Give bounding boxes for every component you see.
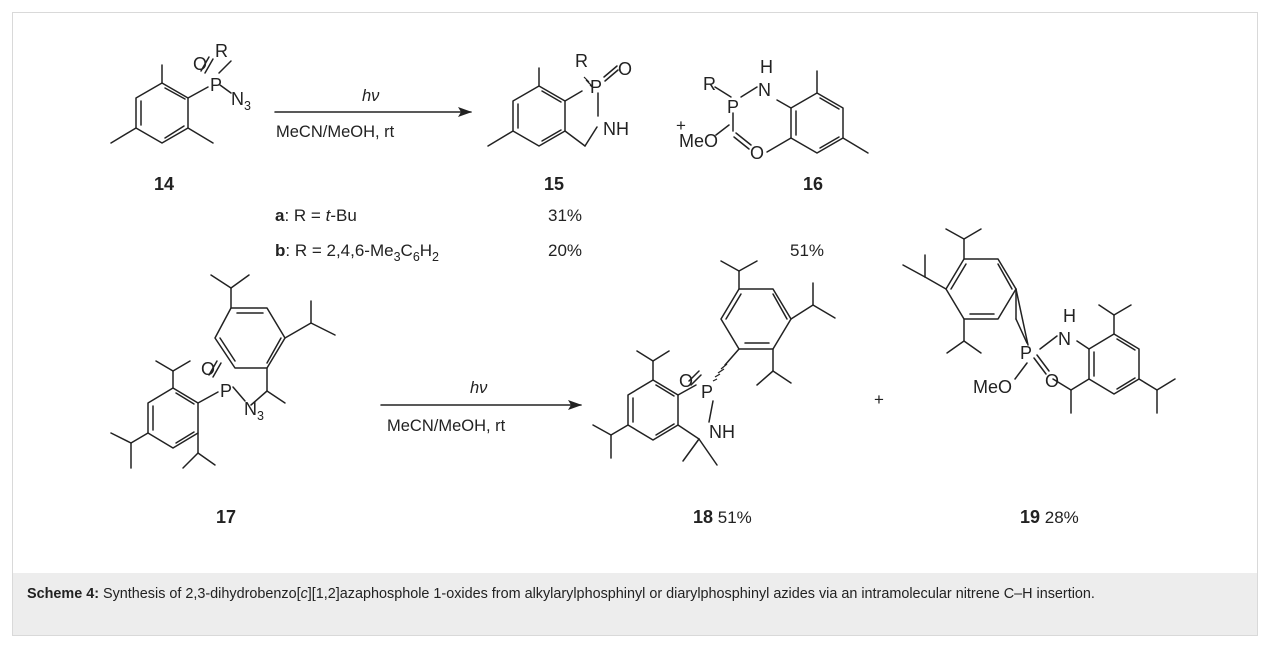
atom-o: O: [679, 371, 693, 391]
variant-a-label: a: R = t-Bu: [275, 206, 357, 225]
atom-o: O: [1045, 371, 1059, 391]
atom-n: N: [758, 80, 771, 100]
compound-14-structure: [110, 56, 232, 144]
compound-number-16: 16: [803, 174, 823, 194]
atom-r: R: [703, 74, 716, 94]
atom-o: O: [201, 359, 215, 379]
atom-r: R: [575, 51, 588, 71]
compound-number-15: 15: [544, 174, 564, 194]
compound-19-structure: [902, 228, 1176, 414]
caption-label: Scheme 4:: [27, 586, 99, 602]
atom-meo: MeO: [973, 377, 1012, 397]
reaction2-condition-light: hν: [470, 379, 488, 397]
atom-n: N: [1058, 329, 1071, 349]
atom-o: O: [750, 143, 764, 163]
atom-p: P: [727, 97, 739, 117]
atom-o: O: [618, 59, 632, 79]
compound-number-17: 17: [216, 507, 236, 527]
reaction1-condition-light: hν: [362, 87, 380, 105]
atom-p: P: [701, 382, 713, 402]
atom-nh: NH: [603, 119, 629, 139]
stereo-wedge-18: [712, 363, 728, 382]
reaction1-plus: +: [676, 116, 686, 135]
atom-p: P: [590, 77, 602, 97]
compound-number-14: 14: [154, 174, 174, 194]
reaction-scheme: O R P N3 R P O NH R H N P O MeO O P N3 O…: [110, 41, 1176, 527]
atom-meo: MeO: [679, 131, 718, 151]
stereo-wedge-15: [583, 76, 594, 89]
scheme-caption: Scheme 4: Synthesis of 2,3-dihydrobenzo[…: [13, 573, 1257, 635]
reaction1-condition-solvent: MeCN/MeOH, rt: [276, 123, 395, 141]
atom-h: H: [1063, 306, 1076, 326]
compound-18-label: 18 51%: [693, 507, 752, 527]
compound-19-label: 19 28%: [1020, 507, 1079, 527]
atom-p: P: [1020, 343, 1032, 363]
reaction2-condition-solvent: MeCN/MeOH, rt: [387, 417, 506, 435]
caption-italic: c: [300, 586, 308, 602]
caption-text-2: ][1,2]azaphosphole 1-oxides from alkylar…: [307, 586, 1095, 602]
compound-18-structure: [592, 260, 836, 466]
caption-text-1: Synthesis of 2,3-dihydrobenzo[: [99, 586, 301, 602]
atom-r: R: [215, 41, 228, 61]
atom-p: P: [220, 381, 232, 401]
variant-b-label: b: R = 2,4,6-Me3C6H2: [275, 241, 439, 264]
atom-p: P: [210, 75, 222, 95]
azide-n3: N3: [244, 399, 264, 423]
atom-o: O: [193, 54, 207, 74]
atom-nh: NH: [709, 422, 735, 442]
variant-b-yield-16: 51%: [790, 241, 824, 260]
reaction2-plus: +: [874, 390, 884, 409]
compound-15-structure: [487, 65, 619, 147]
compound-17-structure: [110, 274, 336, 469]
azide-n3: N3: [231, 89, 251, 113]
atom-h: H: [760, 57, 773, 77]
compound-16-structure: [714, 70, 869, 154]
scheme-frame: O R P N3 R P O NH R H N P O MeO O P N3 O…: [12, 12, 1258, 636]
variant-a-yield-15: 31%: [548, 206, 582, 225]
variant-b-yield-15: 20%: [548, 241, 582, 260]
